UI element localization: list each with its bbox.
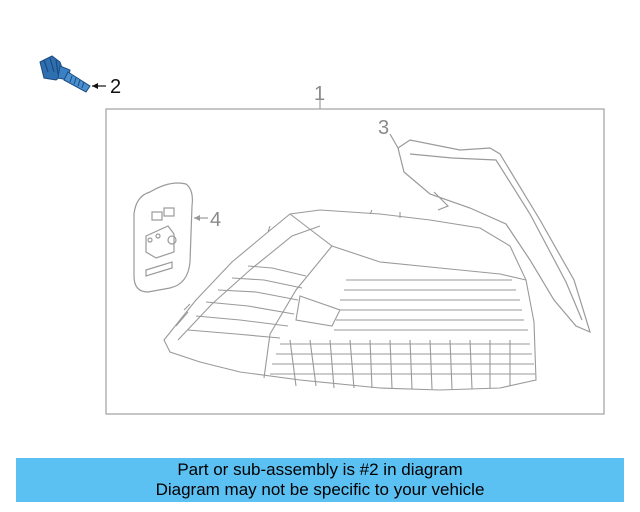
callout-3[interactable]: 3 xyxy=(378,117,389,139)
caption-line-1: Part or sub-assembly is #2 in diagram xyxy=(177,460,463,479)
caption-banner: Part or sub-assembly is #2 in diagram Di… xyxy=(16,458,624,502)
callout-4[interactable]: 4 xyxy=(210,209,221,231)
caption-line-2: Diagram may not be specific to your vehi… xyxy=(155,480,485,499)
leader-line-3 xyxy=(389,133,399,149)
seal-part-3[interactable] xyxy=(397,139,591,334)
screw-part-2[interactable] xyxy=(39,55,91,93)
parts-diagram: 2 1 4 3 xyxy=(39,55,605,415)
tail-lamp-housing xyxy=(163,209,537,391)
socket-cover-part-4[interactable] xyxy=(133,182,193,293)
callout-2[interactable]: 2 xyxy=(110,76,121,98)
callout-1[interactable]: 1 xyxy=(314,83,325,105)
assembly-box-1 xyxy=(105,108,605,415)
